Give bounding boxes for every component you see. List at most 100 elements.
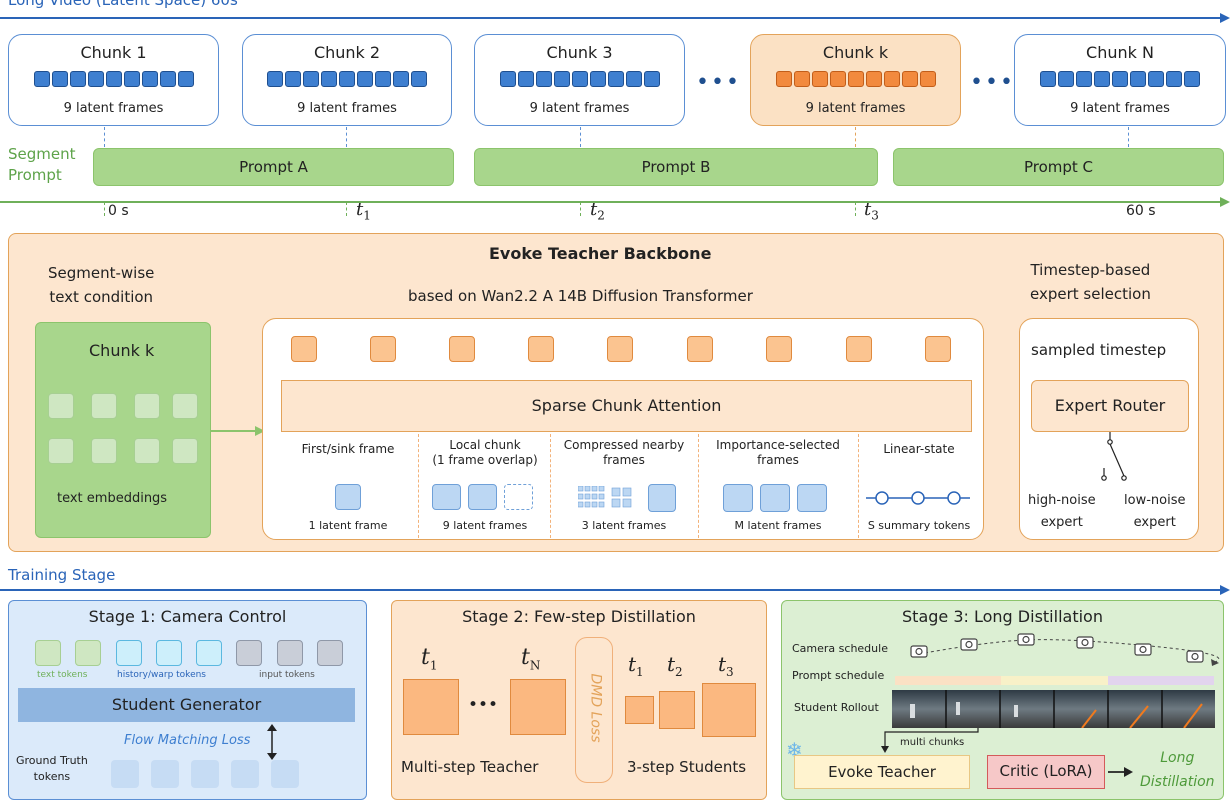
tick-mark: [104, 202, 105, 216]
compressed-frames-grid: [578, 486, 632, 508]
segment-prompt-label: Segment Prompt: [8, 145, 76, 184]
output-token: [687, 336, 713, 362]
teacher-t1: t1: [421, 645, 437, 672]
segment-text-condition-label: Segment-wise text condition: [48, 264, 155, 306]
student-generator-label: Student Generator: [111, 695, 262, 714]
tick-0s: 0 s: [108, 203, 129, 219]
prompt-b: Prompt B: [474, 148, 878, 186]
history-token: [196, 640, 222, 666]
sink-frame: [335, 484, 361, 510]
boundary-line: [855, 127, 856, 147]
chunk-n: Chunk N 9 latent frames: [1014, 34, 1226, 126]
camera-icon: [910, 633, 1204, 663]
chunk-k-text-title: Chunk k: [89, 341, 155, 360]
flow-matching-loss: Flow Matching Loss: [124, 733, 251, 748]
student-generator: Student Generator: [18, 688, 355, 722]
chunk-ellipsis: •••: [970, 70, 1015, 95]
expert-selection-label: Timestep-based expert selection: [1030, 261, 1151, 303]
boundary-line: [580, 127, 581, 147]
boundary-line: [104, 127, 105, 147]
boundary-line: [1128, 127, 1129, 147]
col-sink-foot: 1 latent frame: [308, 519, 388, 532]
text-token: [75, 640, 101, 666]
expert-router: Expert Router: [1031, 380, 1189, 432]
evoke-teacher-label: Evoke Teacher: [828, 763, 936, 781]
tick-60s: 60 s: [1126, 203, 1156, 219]
backbone-subtitle: based on Wan2.2 A 14B Diffusion Transfor…: [408, 287, 753, 305]
stage2-title: Stage 2: Few-step Distillation: [462, 607, 696, 626]
output-token: [925, 336, 951, 362]
output-token: [846, 336, 872, 362]
student-t1: t1: [628, 652, 644, 679]
chunk-title: Chunk 3: [546, 43, 613, 62]
input-token: [317, 640, 343, 666]
column-divider: [858, 434, 859, 538]
student-t3: t3: [718, 652, 734, 679]
selected-frame: [723, 484, 753, 512]
student-t1-symbol: t: [628, 652, 637, 676]
input-tokens-label: input tokens: [259, 670, 315, 680]
prompt-a: Prompt A: [93, 148, 454, 186]
output-token: [766, 336, 792, 362]
gt-token: [191, 760, 219, 788]
chunk-k-text-box: [35, 322, 211, 538]
student-t2-index: 2: [675, 665, 683, 679]
top-axis-arrow: [0, 13, 1230, 23]
training-axis-arrow: [0, 585, 1230, 595]
teacher-step-box: [403, 679, 459, 735]
dmd-loss: [575, 637, 613, 783]
tick-t3-index: 3: [871, 208, 879, 223]
linear-state-chain: [866, 491, 970, 505]
col-linear-head: Linear-state: [883, 442, 955, 456]
local-frame: [468, 484, 497, 510]
chunk-sub: 9 latent frames: [529, 101, 630, 116]
col-importance-head: Importance-selected frames: [716, 438, 840, 467]
text-embedding-token: [48, 393, 74, 419]
history-token: [156, 640, 182, 666]
multi-chunks-arrow: [881, 728, 979, 753]
chunk-title: Chunk 1: [80, 43, 147, 62]
text-embedding-token: [91, 438, 117, 464]
col-sink-head: First/sink frame: [301, 442, 395, 456]
selected-frame: [760, 484, 790, 512]
latent-frames: [475, 71, 684, 87]
critic-label: Critic (LoRA): [999, 762, 1093, 780]
chunk-sub: 9 latent frames: [805, 101, 906, 116]
col-compressed-foot: 3 latent frames: [581, 519, 667, 532]
chunk-title: Chunk 2: [313, 43, 381, 62]
stage1-title: Stage 1: Camera Control: [88, 607, 287, 626]
camera-schedule-label: Camera schedule: [792, 642, 888, 655]
low-noise-expert: low-noise expert: [1124, 493, 1186, 530]
tick-t3-symbol: t: [864, 199, 872, 220]
col-linear-foot: S summary tokens: [867, 519, 971, 532]
local-frame-dashed: [504, 484, 533, 510]
tick-t2-symbol: t: [590, 199, 598, 220]
long-distillation-result: Long Distillation: [1140, 750, 1215, 790]
output-token: [291, 336, 317, 362]
latent-frames: [9, 71, 218, 87]
col-compressed-head: Compressed nearby frames: [563, 438, 685, 467]
text-embedding-token: [134, 438, 160, 464]
camera-schedule-track: [910, 633, 1220, 666]
prompt-c: Prompt C: [893, 148, 1224, 186]
history-tokens-label: history/warp tokens: [117, 670, 206, 680]
column-divider: [418, 434, 419, 538]
tick-mark: [580, 202, 581, 216]
prompt-schedule-bar: [895, 676, 1214, 685]
gt-token: [231, 760, 259, 788]
text-embedding-token: [172, 393, 198, 419]
expert-router-label: Expert Router: [1054, 396, 1166, 415]
chunk-1: Chunk 1 9 latent frames: [8, 34, 219, 126]
chunk-ellipsis: •••: [696, 70, 741, 95]
latent-frames: [243, 71, 451, 87]
critic-arrow: [1108, 767, 1133, 777]
teacher-step-box: [510, 679, 566, 735]
prompt-schedule-label: Prompt schedule: [792, 669, 885, 682]
chunk-3: Chunk 3 9 latent frames: [474, 34, 685, 126]
boundary-line: [346, 127, 347, 147]
chunk-sub: 9 latent frames: [1070, 101, 1170, 116]
student-step-box: [659, 691, 695, 729]
student-t1-index: 1: [636, 665, 644, 679]
column-divider: [698, 434, 699, 538]
tick-t2: t2: [590, 199, 605, 223]
